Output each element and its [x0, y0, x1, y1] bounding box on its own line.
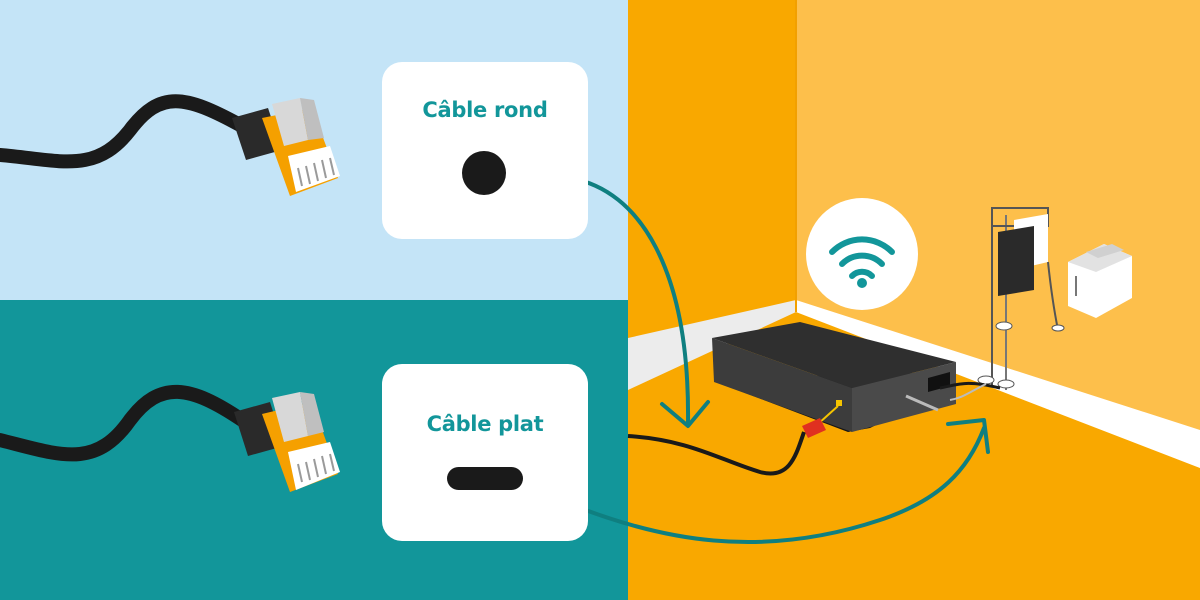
wall-power-strip — [977, 207, 1132, 390]
arrow-round-to-router — [568, 176, 691, 426]
round-ethernet-cable — [0, 94, 340, 196]
flat-cable-card: Câble plat — [382, 364, 588, 541]
round-cable-card: Câble rond — [382, 62, 588, 239]
flat-ethernet-cable — [0, 384, 340, 492]
flat-cable-label: Câble plat — [426, 412, 544, 436]
wifi-icon — [829, 236, 895, 279]
flat-cable-section-icon — [447, 467, 523, 490]
round-cable-label: Câble rond — [422, 98, 548, 122]
wifi-badge — [806, 198, 918, 310]
router-black-cable — [627, 418, 826, 476]
baseboard-left — [628, 300, 796, 390]
round-cable-section-icon — [462, 151, 506, 195]
arrowhead-round — [660, 400, 710, 428]
wifi-dot — [857, 278, 867, 288]
arrowhead-flat — [946, 418, 990, 454]
internet-box-router — [712, 322, 1001, 432]
arrow-flat-to-router — [568, 426, 986, 544]
